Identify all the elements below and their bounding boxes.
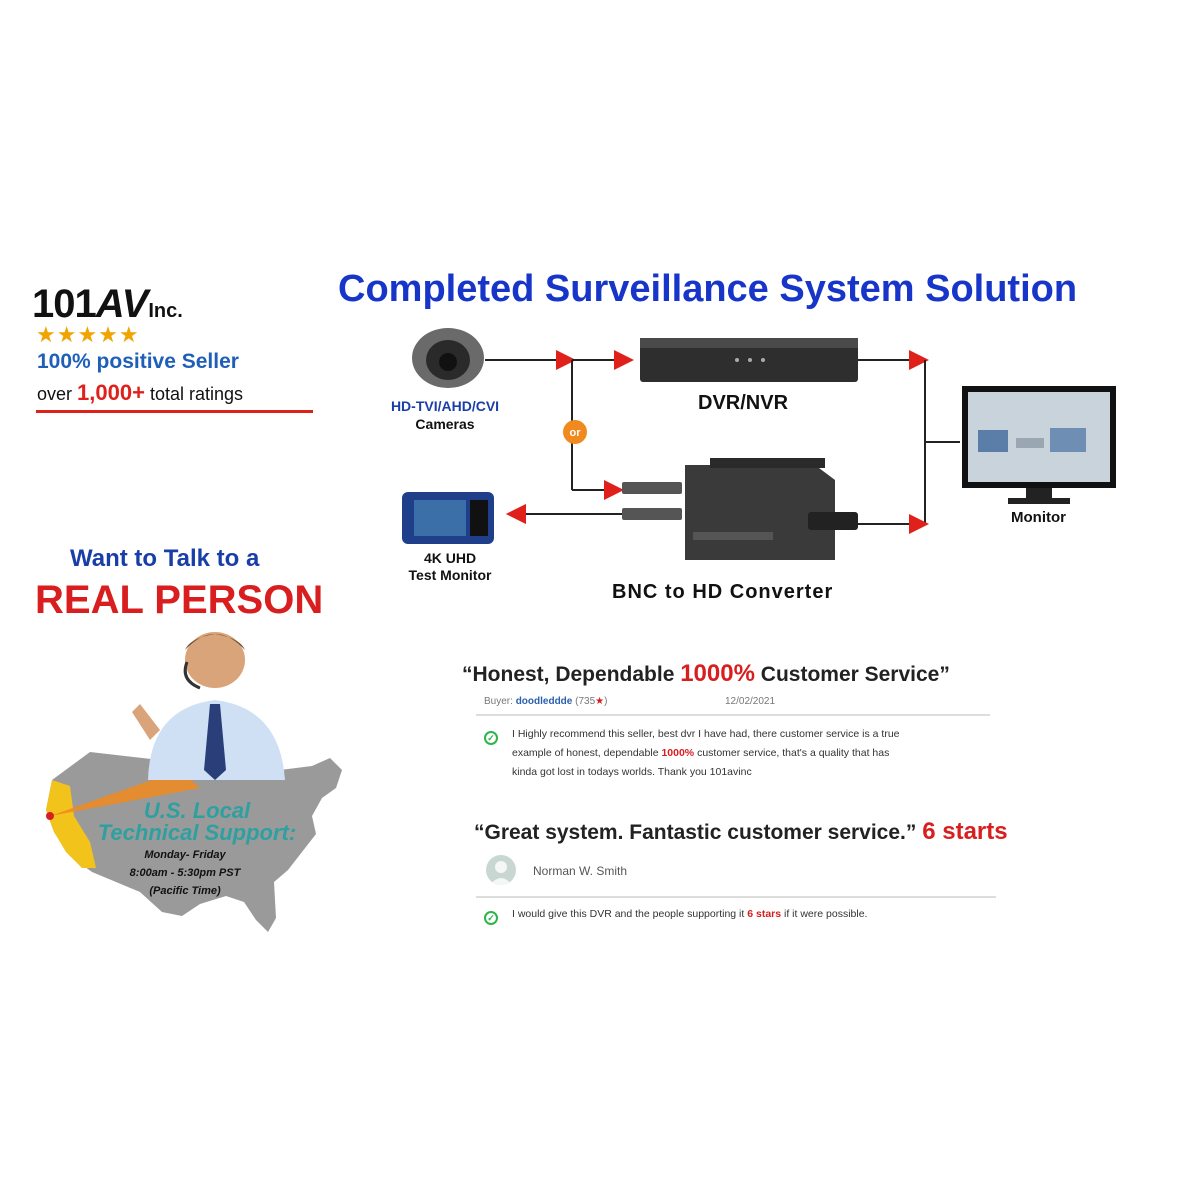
logo-inc: Inc. (148, 300, 183, 322)
headset (183, 661, 201, 690)
diagram-title: Completed Surveillance System Solution (338, 268, 1078, 310)
real-person-text: REAL PERSON (35, 578, 324, 622)
review1-text: I Highly recommend this seller, best dvr… (512, 725, 982, 782)
buyer-count-end: ) (604, 696, 608, 707)
converter-label: BNC to HD Converter (612, 581, 834, 603)
person-tie (204, 704, 226, 780)
support-illustration (46, 632, 342, 932)
test-monitor-label-1: 4K UHD (423, 550, 477, 566)
review1-title: “Honest, Dependable 1000% Customer Servi… (462, 660, 950, 688)
buyer-count: (735 (575, 696, 596, 707)
monitor-label: Monitor (1011, 509, 1066, 526)
review2-title: “Great system. Fantastic customer servic… (474, 818, 1008, 846)
review2-text: I would give this DVR and the people sup… (512, 908, 868, 920)
review1-divider (476, 714, 990, 716)
ratings-suffix: total ratings (149, 384, 244, 404)
test-monitor-device (402, 492, 494, 544)
review2-title-highlight: 6 starts (922, 818, 1008, 845)
support-beam (50, 770, 200, 816)
total-ratings-text: over 1,000+ total ratings (37, 380, 243, 406)
support-days: Monday- Friday (144, 849, 226, 861)
brand-logo: 101AVInc. (32, 282, 183, 327)
camera-type-label: HD-TVI/AHD/CVI (390, 398, 500, 414)
ratings-count: 1,000+ (77, 380, 145, 405)
support-zone: (Pacific Time) (149, 885, 221, 897)
thumbs-up-hand (132, 704, 160, 740)
reviewer-avatar (486, 855, 516, 885)
buyer-star-icon: ★ (595, 696, 605, 707)
review1-line2: example of honest, dependable 1000% cust… (512, 747, 890, 759)
logo-number: 101 (32, 282, 97, 326)
support-time: 8:00am - 5:30pm PST (129, 867, 241, 879)
dvr-device (640, 338, 858, 382)
review1-buyer: Buyer: doodleddde (735★) (484, 696, 607, 707)
review1-date: 12/02/2021 (725, 696, 776, 707)
review2-title-pre: “Great system. Fantastic customer servic… (474, 821, 923, 844)
review1-line3: kinda got lost in todays worlds. Thank y… (512, 766, 752, 778)
ratings-prefix: over (37, 384, 73, 404)
buyer-label: Buyer: (484, 696, 513, 707)
dome-camera-icon (412, 328, 484, 388)
cameras-label: Cameras (415, 416, 475, 432)
support-title: U.S. Local Technical Support: (97, 798, 297, 845)
want-to-talk-text: Want to Talk to a (70, 545, 260, 572)
rating-stars: ★★★★★ (36, 322, 140, 347)
review1-title-pre: “Honest, Dependable (462, 663, 681, 686)
review1-title-highlight: 1000% (680, 660, 755, 687)
surveillance-diagram: or (402, 328, 1116, 560)
person-head (185, 632, 245, 688)
california-highlight (46, 780, 96, 868)
reviewer-name: Norman W. Smith (533, 864, 628, 878)
or-text: or (570, 427, 582, 439)
logo-av: AV (95, 282, 149, 326)
monitor-device (962, 386, 1116, 504)
positive-seller-text: 100% positive Seller (37, 350, 239, 373)
buyer-name[interactable]: doodleddde (515, 696, 573, 707)
review1-title-post: Customer Service” (754, 663, 950, 686)
test-monitor-label-2: Test Monitor (408, 567, 492, 583)
review2-divider (476, 896, 996, 898)
support-hours: Monday- Friday 8:00am - 5:30pm PST (Paci… (110, 846, 260, 900)
review1-check-icon: ✓ (484, 731, 498, 745)
review2-check-icon: ✓ (484, 911, 498, 925)
ratings-underline (36, 410, 313, 413)
bnc-converter-device (622, 458, 858, 560)
or-badge (563, 420, 587, 444)
dvr-label: DVR/NVR (698, 392, 789, 414)
review1-line1: I Highly recommend this seller, best dvr… (512, 728, 900, 740)
